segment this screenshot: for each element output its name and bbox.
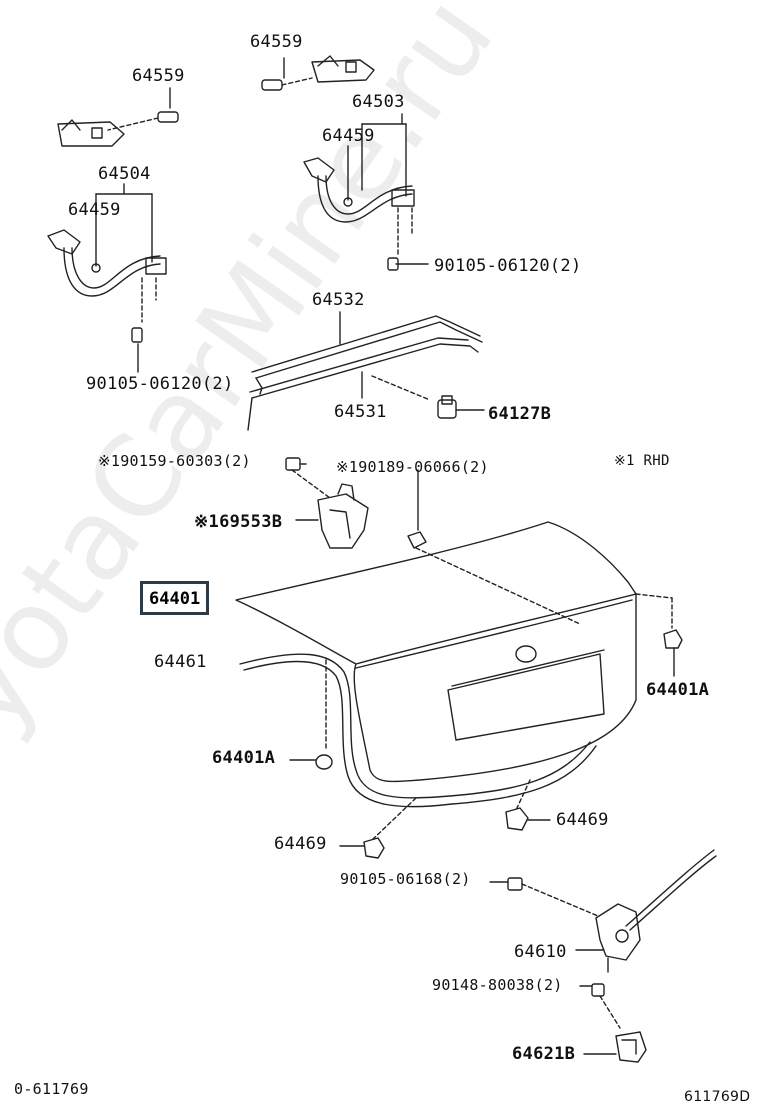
label-64469-right: 64469 [556, 810, 609, 830]
footer-left-code: 0-611769 [14, 1080, 89, 1098]
label-64401A-left: 64401A [212, 748, 276, 768]
bumper-64401A-left [289, 754, 333, 770]
lock-64610 [575, 849, 717, 973]
label-90105-06120-left: 90105-06120(2) [86, 374, 234, 394]
label-64459-right: 64459 [322, 126, 375, 146]
label-69553B: ※169553B [194, 512, 283, 532]
label-90105-06120-right: 90105-06120(2) [434, 256, 582, 276]
label-90105-06168: 90105-06168(2) [340, 870, 471, 888]
striker-64621B [583, 1031, 647, 1063]
bolt-90148-80038 [579, 983, 621, 1029]
bolt-90159 [285, 457, 331, 499]
label-64401-highlighted[interactable]: 64401 [140, 581, 210, 615]
bracket-69553B [295, 483, 369, 549]
label-64621B: 64621B [512, 1044, 576, 1064]
hinge-64504 [47, 183, 167, 373]
label-64401-text: 64401 [149, 589, 201, 609]
bolt-64559-left [57, 87, 179, 147]
label-64504: 64504 [98, 164, 151, 184]
nut-90189 [407, 469, 581, 625]
trunk-lid-64401 [235, 521, 673, 783]
bumper-64401A-right [663, 629, 683, 677]
hinge-64503 [303, 113, 429, 271]
label-64127B: 64127B [488, 404, 552, 424]
label-64531: 64531 [334, 402, 387, 422]
footer-right-code: 611769D [684, 1089, 751, 1105]
bolt-64559-top [261, 55, 375, 91]
label-64610: 64610 [514, 942, 567, 962]
cushion-64469-right [505, 807, 551, 831]
label-64559-top: 64559 [250, 32, 303, 52]
torsion-bar-64531 [247, 337, 479, 431]
label-64503: 64503 [352, 92, 405, 112]
label-90148-80038: 90148-80038(2) [432, 976, 563, 994]
cushion-64469-left [339, 837, 385, 859]
label-64401A-right: 64401A [646, 680, 710, 700]
label-90159-60303: ※190159-60303(2) [98, 452, 251, 470]
note-rhd: ※1 RHD [614, 453, 670, 469]
clip-64127B [437, 395, 485, 419]
label-90189-06066: ※190189-06066(2) [336, 458, 489, 476]
label-64461: 64461 [154, 652, 207, 672]
label-64532: 64532 [312, 290, 365, 310]
bolt-90105-06168 [489, 877, 599, 917]
label-64469-left: 64469 [274, 834, 327, 854]
label-64459-left: 64459 [68, 200, 121, 220]
label-64559-left: 64559 [132, 66, 185, 86]
weatherstrip-64461 [239, 653, 597, 841]
